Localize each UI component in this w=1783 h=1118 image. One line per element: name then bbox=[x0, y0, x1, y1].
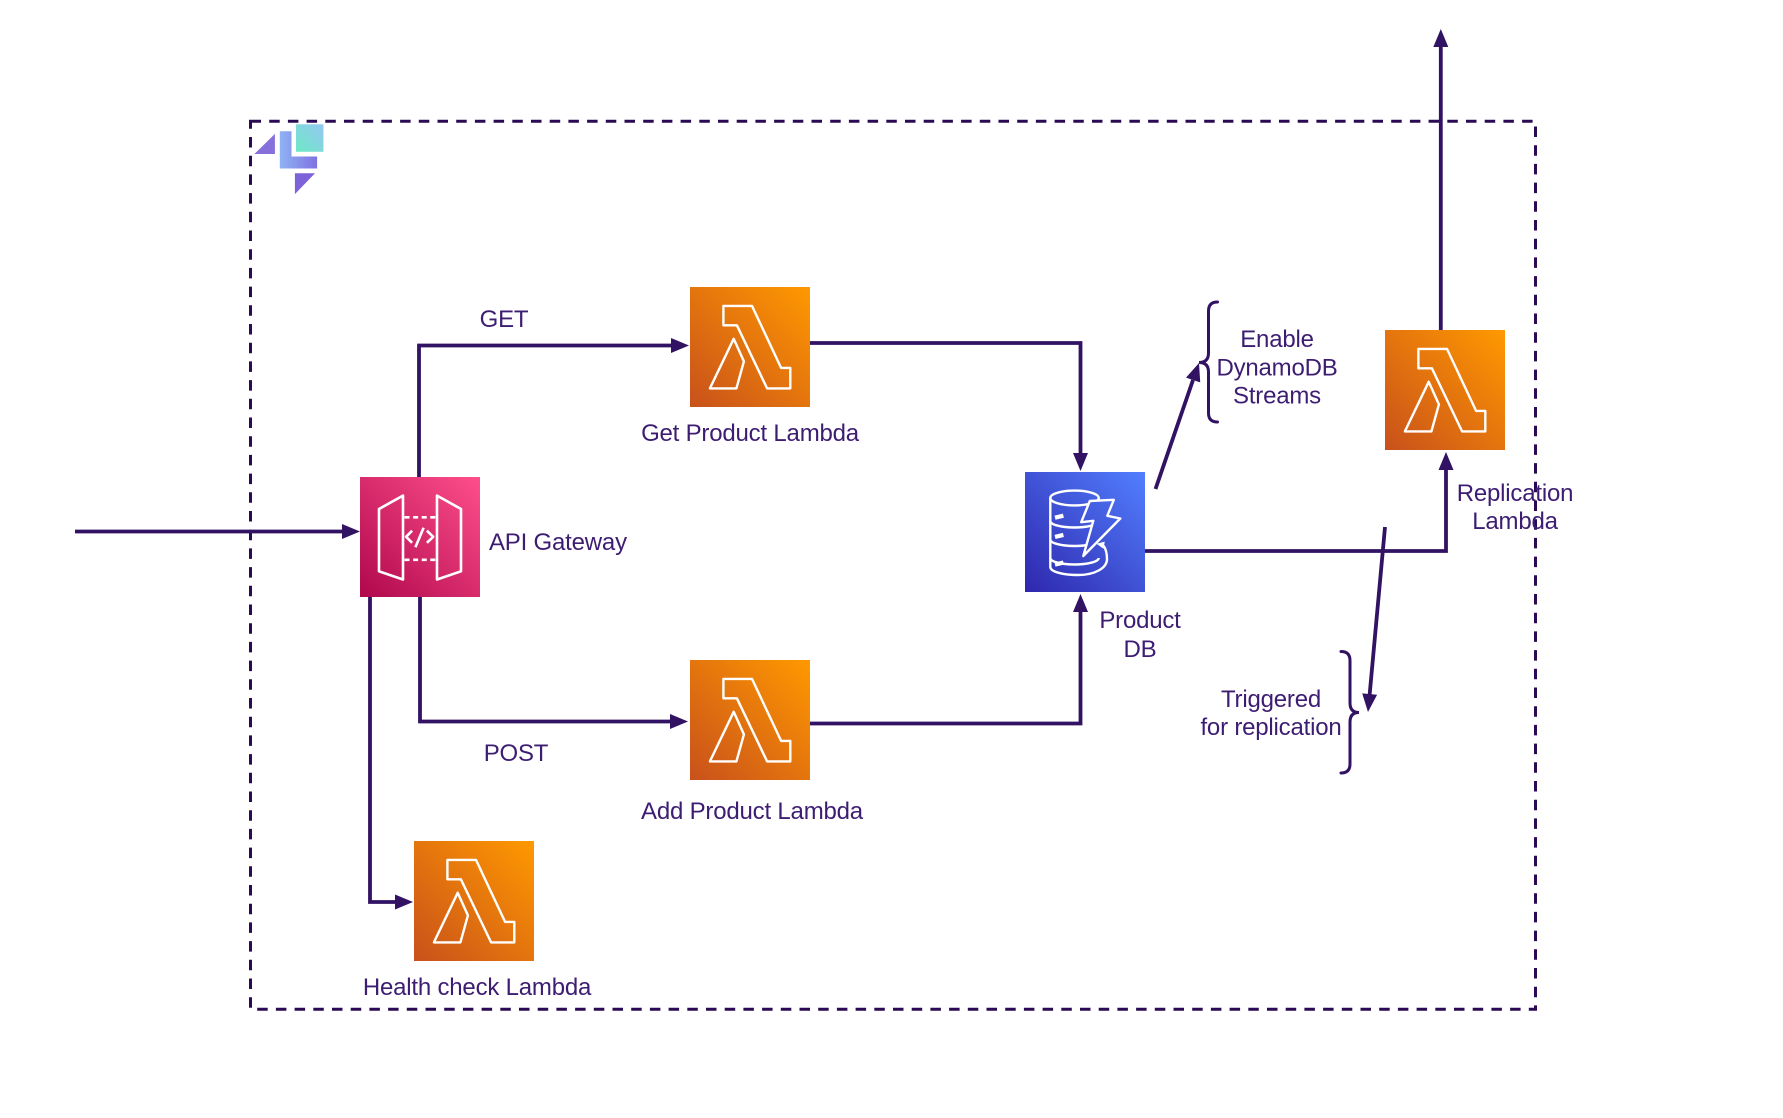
svg-text:GET: GET bbox=[480, 306, 529, 333]
svg-text:Add Product Lambda: Add Product Lambda bbox=[641, 798, 864, 825]
svg-text:POST: POST bbox=[484, 740, 549, 767]
svg-text:Health check Lambda: Health check Lambda bbox=[363, 974, 592, 1001]
svg-text:Enable: Enable bbox=[1240, 326, 1314, 353]
svg-text:for replication: for replication bbox=[1200, 714, 1341, 741]
svg-text:Lambda: Lambda bbox=[1472, 508, 1558, 535]
svg-text:Get Product Lambda: Get Product Lambda bbox=[641, 420, 860, 447]
svg-text:Replication: Replication bbox=[1457, 480, 1574, 507]
svg-text:Product: Product bbox=[1099, 607, 1181, 634]
svg-text:DynamoDB: DynamoDB bbox=[1216, 354, 1337, 381]
svg-text:DB: DB bbox=[1124, 636, 1157, 663]
svg-text:API Gateway: API Gateway bbox=[489, 529, 627, 556]
svg-text:Streams: Streams bbox=[1233, 383, 1321, 410]
svg-text:Triggered: Triggered bbox=[1221, 686, 1321, 713]
